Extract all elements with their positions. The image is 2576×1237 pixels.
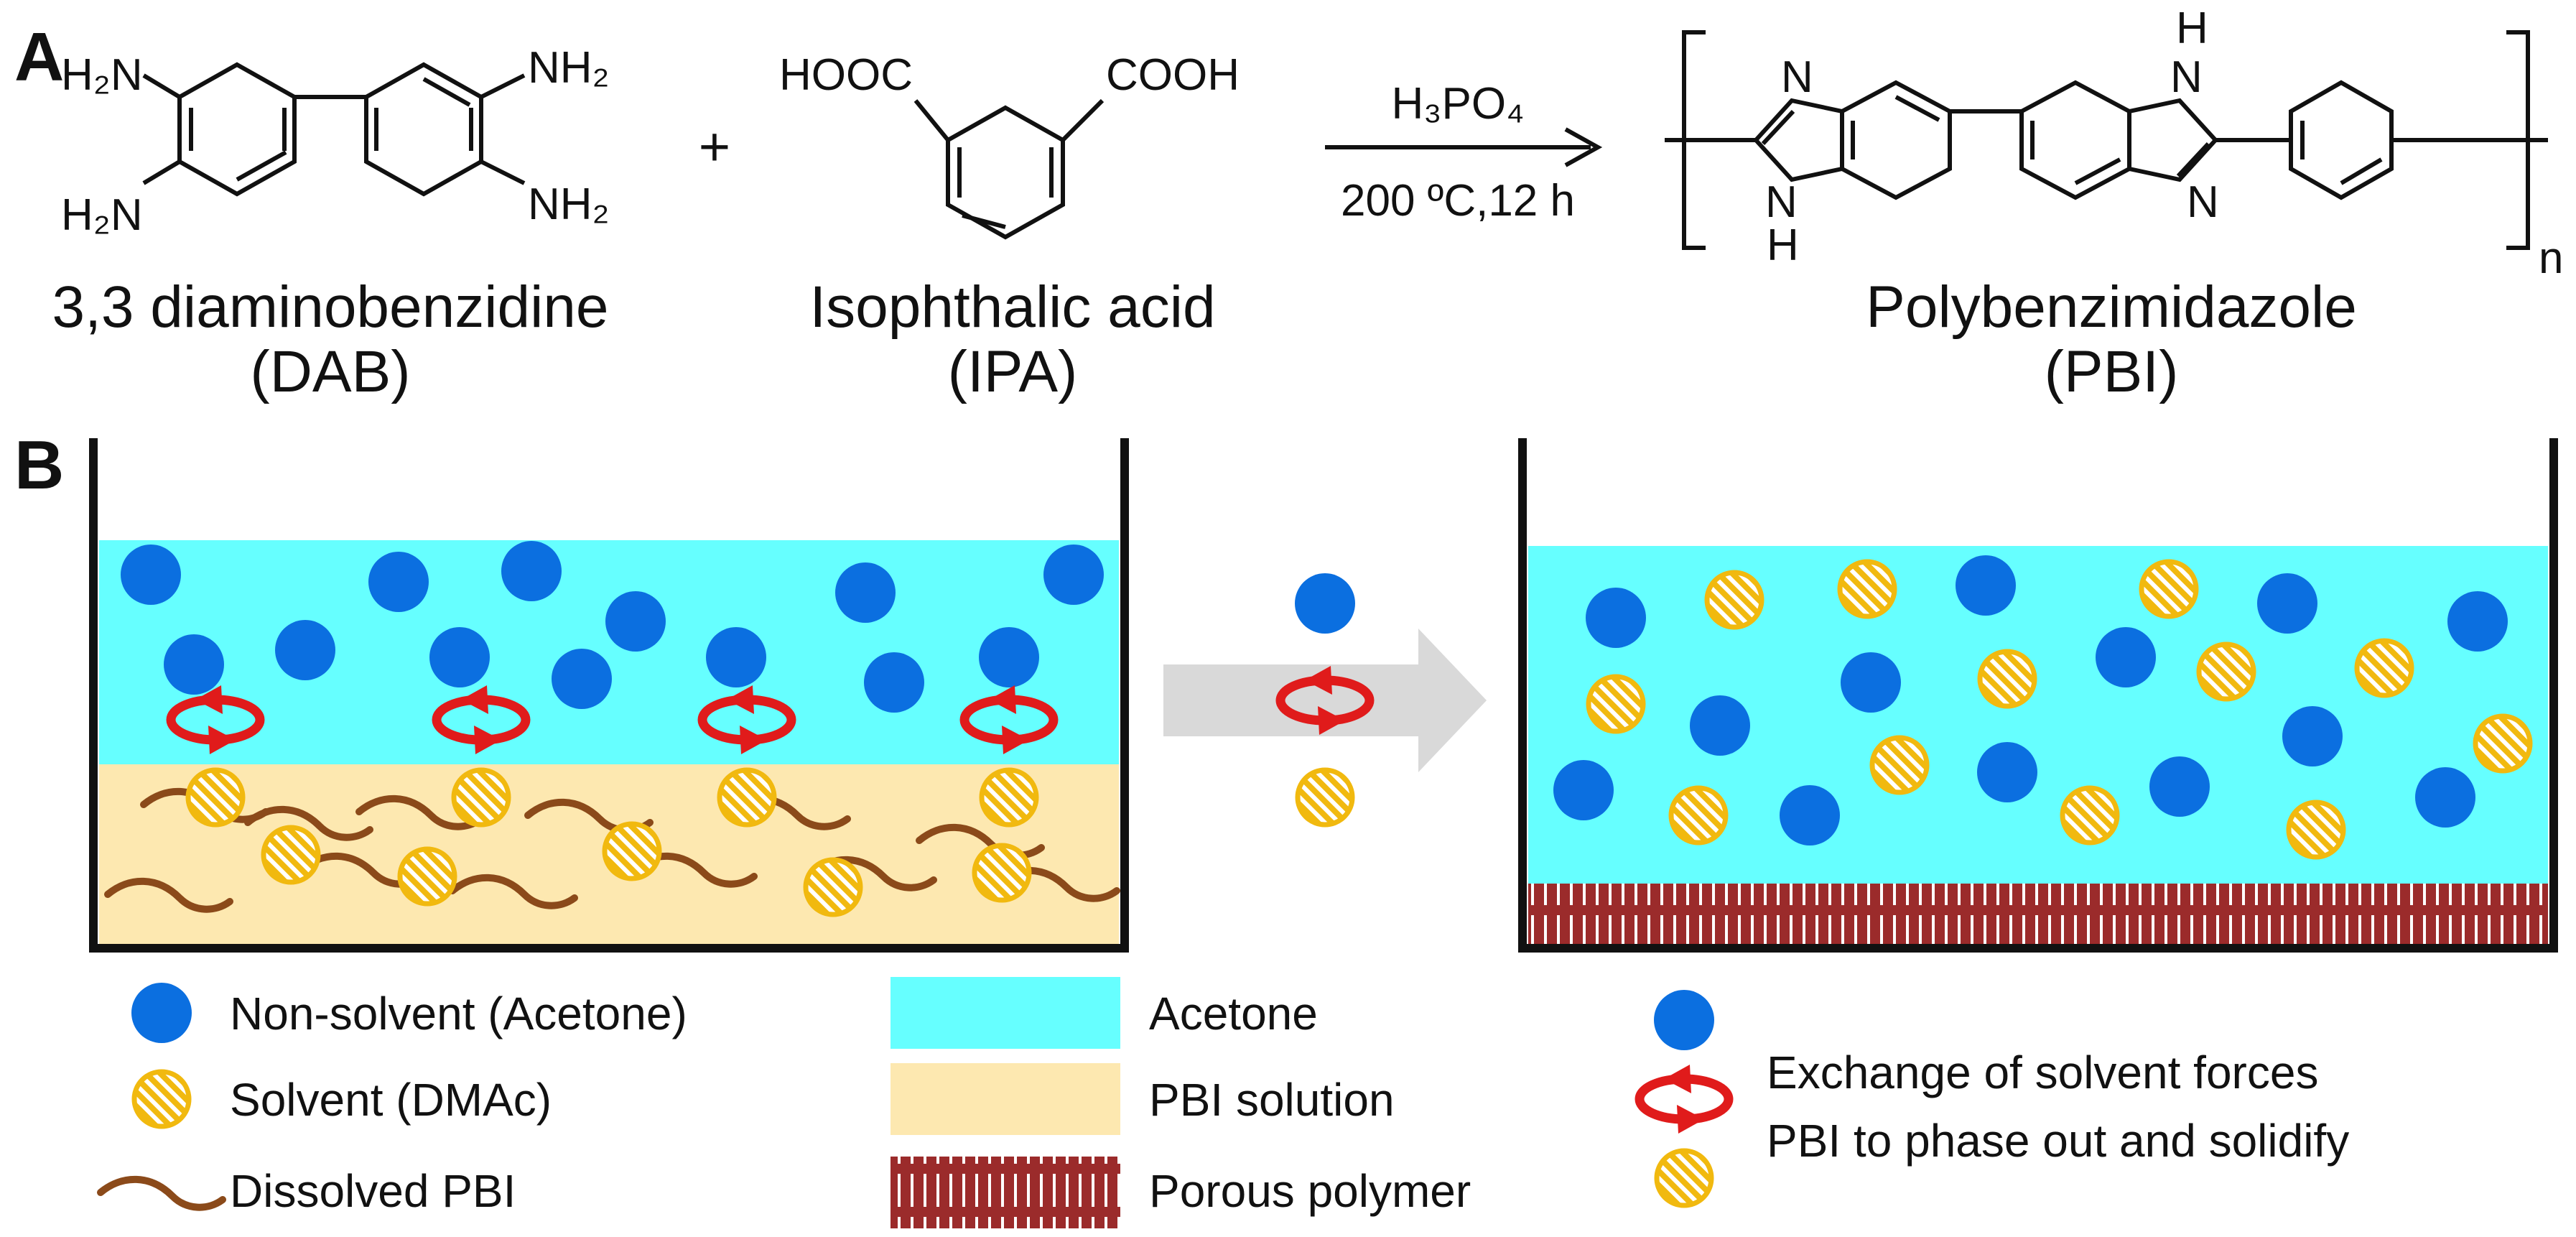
plus-sign: +	[699, 116, 730, 177]
legend-acetone: Acetone	[1149, 988, 1318, 1039]
ipa-structure	[913, 98, 1105, 240]
pbi-name: Polybenzimidazole	[1866, 274, 2357, 340]
ipa-abbr: (IPA)	[948, 339, 1078, 404]
dab-abbr: (DAB)	[250, 339, 410, 404]
reaction-reagent: H₃PO₄	[1392, 79, 1525, 129]
legend-exchange-solvent	[1657, 1151, 1711, 1205]
legend-solvent-swatch	[134, 1072, 189, 1126]
ipa-hooc: HOOC	[779, 50, 913, 100]
legend-solvent: Solvent (DMAc)	[230, 1074, 552, 1126]
legend-porous-swatch	[891, 1157, 1120, 1228]
process-arrow	[1163, 573, 1487, 825]
legend-non-solvent-swatch	[131, 983, 192, 1043]
beaker-before	[89, 438, 1129, 953]
reaction-arrow	[1325, 127, 1603, 167]
ipa-name: Isophthalic acid	[809, 274, 1215, 340]
dab-name: 3,3 diaminobenzidine	[52, 274, 609, 340]
reaction-conditions: 200 ºC,12 h	[1341, 176, 1575, 226]
legend-dissolved: Dissolved PBI	[230, 1165, 516, 1217]
legend-exchange-rot	[1640, 1065, 1729, 1134]
legend: Non-solvent (Acetone) Solvent (DMAc) Dis…	[101, 977, 2349, 1228]
legend-exchange-line2: PBI to phase out and solidify	[1767, 1115, 2349, 1167]
dab-nh2-bottom: NH₂	[528, 180, 610, 229]
legend-dissolved-swatch	[101, 1180, 223, 1208]
legend-acetone-swatch	[891, 977, 1120, 1049]
dab-structure	[142, 62, 526, 197]
dab-nh2-top: NH₂	[528, 43, 610, 93]
dab-h2n-bottom: H₂N	[61, 190, 143, 240]
pbi-repeat-n: n	[2539, 233, 2563, 283]
pbi-n-upper-right: N	[2170, 52, 2203, 102]
pbi-structure	[1665, 30, 2548, 250]
dab-h2n-top: H₂N	[61, 50, 143, 100]
pbi-n-upper-left: N	[1781, 52, 1813, 102]
pbi-h-upper-right: H	[2176, 4, 2208, 53]
legend-porous: Porous polymer	[1149, 1165, 1471, 1217]
pbi-abbr: (PBI)	[2045, 339, 2179, 404]
legend-exchange-bead	[1654, 990, 1714, 1050]
pbi-h-lower-left: H	[1767, 221, 1799, 270]
pbi-n-lower-right: N	[2187, 177, 2219, 227]
legend-pbi-solution-swatch	[891, 1063, 1120, 1135]
panel-a-label: A	[14, 19, 64, 96]
legend-pbi-solution: PBI solution	[1149, 1074, 1395, 1126]
legend-non-solvent: Non-solvent (Acetone)	[230, 988, 687, 1039]
legend-exchange-line1: Exchange of solvent forces	[1767, 1047, 2318, 1098]
pbi-n-lower-left: N	[1765, 177, 1798, 227]
panel-b-label: B	[14, 427, 64, 504]
ipa-cooh: COOH	[1106, 50, 1240, 100]
